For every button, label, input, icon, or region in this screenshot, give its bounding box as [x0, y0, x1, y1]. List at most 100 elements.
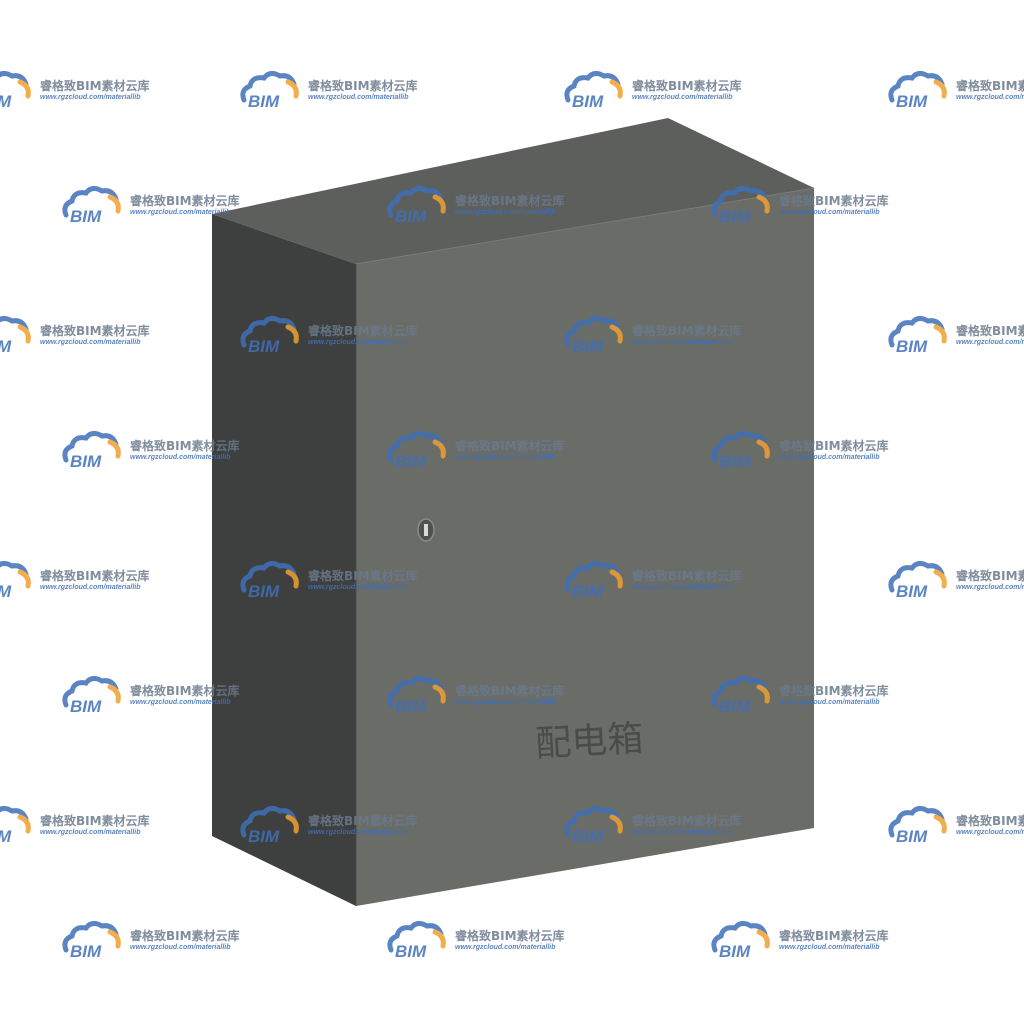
svg-text:BIM: BIM — [0, 92, 12, 110]
watermark-title: 睿格致BIM素材云库 — [130, 928, 240, 943]
svg-text:BIM: BIM — [896, 337, 928, 355]
watermark: BIM睿格致BIM素材云库www.rgzcloud.com/materialli… — [0, 805, 150, 845]
bim-cloud-logo-icon: BIM — [711, 430, 770, 470]
svg-text:BIM: BIM — [70, 942, 102, 960]
svg-text:BIM: BIM — [719, 697, 751, 715]
watermark: BIM睿格致BIM素材云库www.rgzcloud.com/materialli… — [0, 315, 150, 355]
watermark-url: www.rgzcloud.com/materiallib — [40, 583, 141, 591]
svg-text:BIM: BIM — [0, 582, 12, 600]
bim-cloud-logo-icon: BIM — [888, 70, 947, 110]
bim-cloud-logo-icon: BIM — [0, 805, 31, 845]
watermark-url: www.rgzcloud.com/materiallib — [779, 943, 880, 951]
watermark-title: 睿格致BIM素材云库 — [130, 193, 240, 208]
watermark-url: www.rgzcloud.com/materiallib — [956, 93, 1024, 101]
bim-cloud-logo-icon: BIM — [62, 185, 121, 225]
bim-cloud-logo-icon: BIM — [0, 315, 31, 355]
bim-cloud-logo-icon: BIM — [62, 675, 121, 715]
bim-cloud-logo-icon: BIM — [387, 430, 446, 470]
watermark-title: 睿格致BIM素材云库 — [956, 323, 1024, 338]
watermark-url: www.rgzcloud.com/materiallib — [632, 93, 733, 101]
svg-text:BIM: BIM — [248, 582, 280, 600]
svg-text:BIM: BIM — [395, 697, 427, 715]
bim-cloud-logo-icon: BIM — [888, 805, 947, 845]
bim-cloud-logo-icon: BIM — [564, 560, 623, 600]
watermark-title: 睿格致BIM素材云库 — [956, 78, 1024, 93]
svg-text:BIM: BIM — [719, 942, 751, 960]
watermark-title: 睿格致BIM素材云库 — [632, 813, 742, 828]
watermark: BIM睿格致BIM素材云库www.rgzcloud.com/materialli… — [0, 70, 150, 110]
watermark-url: www.rgzcloud.com/materiallib — [779, 453, 880, 461]
watermark-url: www.rgzcloud.com/materiallib — [455, 453, 556, 461]
watermark-url: www.rgzcloud.com/materiallib — [308, 338, 409, 346]
svg-text:BIM: BIM — [70, 697, 102, 715]
cabinet-side-face — [212, 214, 356, 906]
svg-text:BIM: BIM — [70, 452, 102, 470]
watermark-url: www.rgzcloud.com/materiallib — [308, 828, 409, 836]
watermark-url: www.rgzcloud.com/materiallib — [956, 828, 1024, 836]
svg-text:BIM: BIM — [896, 827, 928, 845]
bim-cloud-logo-icon: BIM — [387, 185, 446, 225]
lock-icon[interactable] — [417, 518, 435, 542]
cabinet-front-face — [356, 188, 814, 906]
watermark-url: www.rgzcloud.com/materiallib — [308, 93, 409, 101]
svg-text:BIM: BIM — [0, 827, 12, 845]
svg-text:BIM: BIM — [896, 582, 928, 600]
watermark-url: www.rgzcloud.com/materiallib — [130, 453, 231, 461]
watermark-title: 睿格致BIM素材云库 — [956, 568, 1024, 583]
bim-cloud-logo-icon: BIM — [62, 920, 121, 960]
bim-cloud-logo-icon: BIM — [711, 920, 770, 960]
watermark: BIM 睿格致BIM素材云库www.rgzcloud.com/materialli… — [886, 70, 1024, 110]
bim-cloud-logo-icon: BIM — [564, 805, 623, 845]
watermark-url: www.rgzcloud.com/materiallib — [956, 338, 1024, 346]
watermark-title: 睿格致BIM素材云库 — [779, 683, 889, 698]
watermark-title: 睿格致BIM素材云库 — [40, 813, 150, 828]
svg-text:BIM: BIM — [572, 337, 604, 355]
watermark-title: 睿格致BIM素材云库 — [632, 78, 742, 93]
watermark-title: 睿格致BIM素材云库 — [779, 928, 889, 943]
bim-cloud-logo-icon: BIM — [564, 70, 623, 110]
watermark-url: www.rgzcloud.com/materiallib — [455, 943, 556, 951]
watermark-title: 睿格致BIM素材云库 — [455, 683, 565, 698]
bim-cloud-logo-icon: BIM — [240, 315, 299, 355]
bim-cloud-logo-icon: BIM — [888, 315, 947, 355]
svg-text:BIM: BIM — [248, 92, 280, 110]
bim-cloud-logo-icon: BIM — [387, 675, 446, 715]
svg-text:BIM: BIM — [719, 207, 751, 225]
watermark-title: 睿格致BIM素材云库 — [779, 438, 889, 453]
bim-cloud-logo-icon: BIM — [888, 560, 947, 600]
bim-cloud-logo-icon: BIM — [240, 560, 299, 600]
svg-text:BIM: BIM — [572, 827, 604, 845]
watermark: BIM睿格致BIM素材云库www.rgzcloud.com/materialli… — [886, 805, 1024, 845]
bim-cloud-logo-icon: BIM — [240, 805, 299, 845]
watermark-title: 睿格致BIM素材云库 — [455, 193, 565, 208]
watermark-title: 睿格致BIM素材云库 — [308, 813, 418, 828]
watermark-title: 睿格致BIM素材云库 — [308, 323, 418, 338]
bim-cloud-logo-icon: BIM — [0, 560, 31, 600]
svg-text:BIM: BIM — [0, 337, 12, 355]
svg-text:BIM: BIM — [395, 942, 427, 960]
svg-text:BIM: BIM — [395, 452, 427, 470]
bim-cloud-logo-icon: BIM — [564, 315, 623, 355]
watermark-title: 睿格致BIM素材云库 — [40, 568, 150, 583]
watermark-title: 睿格致BIM素材云库 — [130, 683, 240, 698]
watermark-url: www.rgzcloud.com/materiallib — [779, 208, 880, 216]
watermark-url: www.rgzcloud.com/materiallib — [130, 943, 231, 951]
watermark-title: 睿格致BIM素材云库 — [455, 438, 565, 453]
